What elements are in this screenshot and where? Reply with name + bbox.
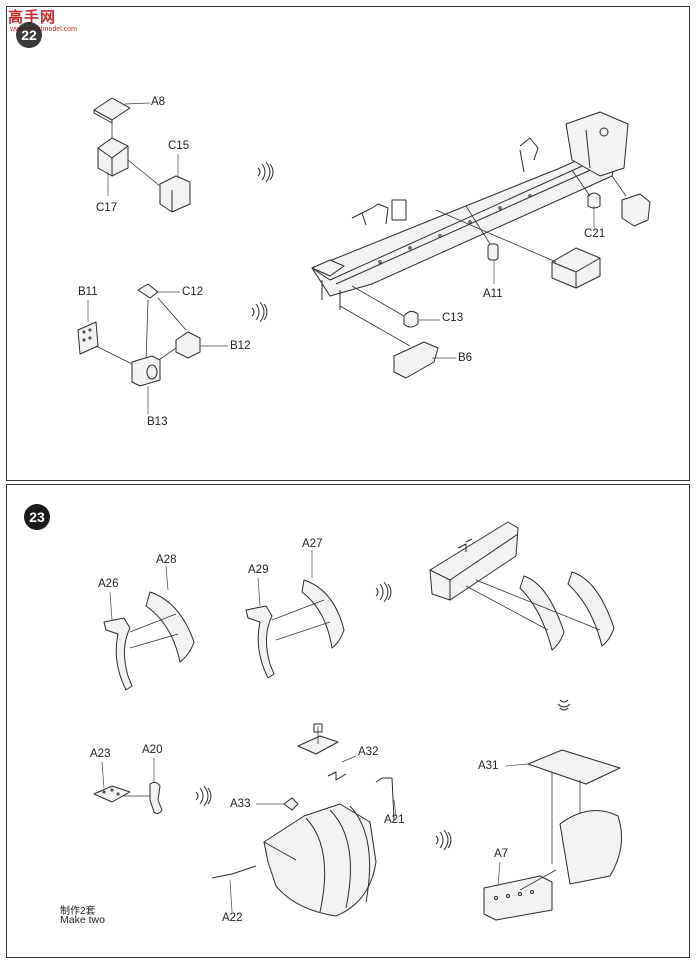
step-number-22: 22: [16, 22, 42, 48]
label-b12: B12: [230, 340, 251, 352]
watermark-logo: 高手网: [8, 6, 56, 27]
label-a27: A27: [302, 538, 323, 550]
label-a23: A23: [90, 748, 111, 760]
part-b6-drawing: [339, 305, 456, 379]
step-down-marker: [557, 699, 571, 711]
label-a33: A33: [230, 798, 251, 810]
label-c15: C15: [168, 140, 190, 152]
battery-box-drawing: [435, 209, 601, 289]
part-a11-drawing: [465, 205, 499, 284]
label-a8: A8: [151, 96, 166, 108]
part-b12-drawing: [155, 331, 228, 363]
chassis-frame-drawing: [311, 111, 629, 310]
part-b11-drawing: [77, 300, 133, 365]
part-c15-drawing: [127, 154, 191, 213]
part-a23-a20-drawing: [93, 758, 163, 815]
part-b13-drawing: [131, 355, 161, 414]
label-a31: A31: [478, 760, 499, 772]
label-c21: C21: [584, 228, 606, 240]
step-22-panel: [6, 6, 690, 481]
watermark-url: www.greatmodel.com: [10, 26, 77, 33]
step-arrow-marker: [435, 829, 452, 851]
part-a31-a7-drawing: [483, 749, 623, 921]
label-a22: A22: [222, 912, 243, 924]
step-arrow-marker: [251, 301, 268, 323]
step-number-23: 23: [24, 504, 50, 530]
label-a20: A20: [142, 744, 163, 756]
label-a21: A21: [384, 814, 405, 826]
step-arrow-marker: [257, 161, 274, 183]
note-cn: 制作2套: [60, 906, 96, 917]
part-a8-drawing: [93, 97, 151, 124]
label-a26: A26: [98, 578, 119, 590]
fender-assembly-drawing: [211, 723, 397, 917]
part-a26-a28-drawing: [103, 565, 195, 691]
part-c13-drawing: [351, 285, 440, 328]
part-c21-drawing: [571, 169, 651, 228]
label-b11: B11: [78, 286, 98, 298]
label-c13: C13: [442, 312, 464, 324]
label-a7: A7: [494, 848, 509, 860]
mudguard-bracket-drawing: [429, 521, 615, 651]
label-a29: A29: [248, 564, 269, 576]
label-c12: C12: [182, 286, 204, 298]
part-a29-a27-drawing: [245, 550, 345, 679]
label-a11: A11: [483, 288, 503, 300]
label-a28: A28: [156, 554, 177, 566]
step-arrow-marker: [195, 785, 212, 807]
part-c12-drawing: [137, 283, 187, 363]
label-a32: A32: [358, 746, 379, 758]
step-arrow-marker: [375, 581, 392, 603]
note-en: Make two: [60, 914, 105, 926]
label-b13: B13: [147, 416, 168, 428]
watermark-text: 高手网: [8, 9, 57, 26]
label-c17: C17: [96, 202, 118, 214]
label-b6: B6: [458, 352, 473, 364]
part-c17-drawing: [97, 122, 129, 196]
